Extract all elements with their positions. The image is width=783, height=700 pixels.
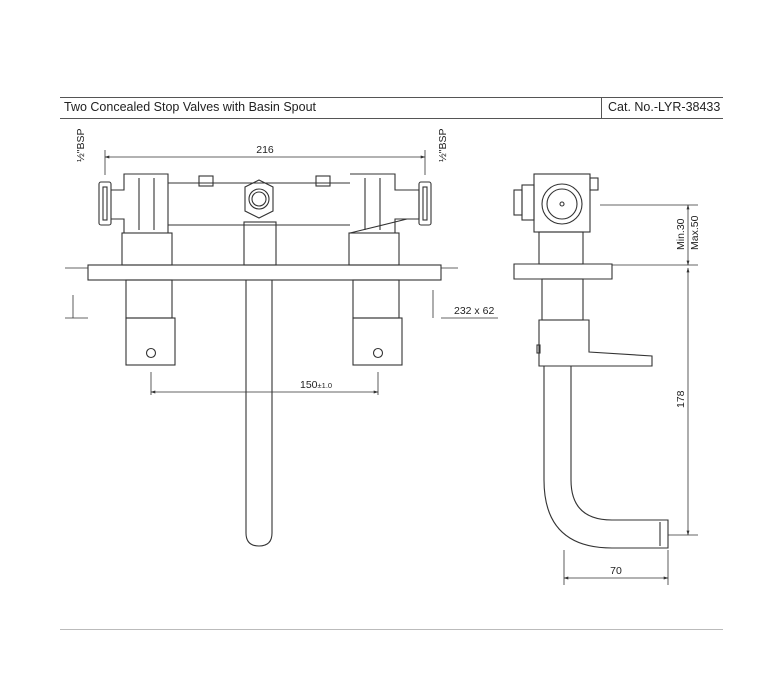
right-handle <box>352 317 403 366</box>
dim-178-label: 178 <box>675 390 687 408</box>
right-handle-hole <box>372 347 384 359</box>
footer-rule <box>60 629 723 630</box>
left-clip <box>198 175 214 187</box>
max-depth-label: Max.50 <box>689 215 701 250</box>
catalog-number: Cat. No.-LYR-38433 <box>608 100 721 114</box>
dim-70-label: 70 <box>610 565 622 577</box>
dim-216-label: 216 <box>256 144 274 156</box>
side-valve-center <box>559 201 565 207</box>
dim-150-value: 150 <box>300 379 318 391</box>
left-stem-lower <box>125 279 173 319</box>
side-handle-pin <box>536 344 541 354</box>
side-handle <box>538 319 653 367</box>
title-block-divider <box>601 98 602 118</box>
wall-plate <box>87 264 442 281</box>
center-hex-bore <box>248 188 270 210</box>
center-hex-nut <box>244 179 274 219</box>
left-handle <box>125 317 176 366</box>
side-stem-lower <box>541 278 584 321</box>
product-title: Two Concealed Stop Valves with Basin Spo… <box>64 100 316 114</box>
title-block: Two Concealed Stop Valves with Basin Spo… <box>60 97 723 119</box>
dim-150-label: 150±1.0 <box>300 379 332 391</box>
side-stem <box>538 231 584 265</box>
side-dimensions <box>563 204 698 585</box>
left-valve-body <box>111 173 169 234</box>
right-valve-neck <box>407 189 420 220</box>
right-end-nut <box>418 181 432 226</box>
left-end-nut <box>98 181 112 226</box>
right-stem-upper <box>348 232 400 266</box>
side-clip <box>589 177 599 191</box>
side-valve-bore-inner <box>546 188 578 220</box>
side-view <box>513 173 669 549</box>
right-stem-lower <box>352 279 400 319</box>
front-view <box>87 173 442 547</box>
side-plate-left <box>513 263 542 280</box>
spout-collar <box>243 221 277 266</box>
right-end-nut-inner <box>422 186 428 221</box>
right-valve-body <box>349 173 408 234</box>
plate-size-label: 232 x 62 <box>454 305 494 317</box>
bsp-left-label: ½"BSP <box>75 129 87 163</box>
left-end-nut-inner <box>102 186 108 221</box>
front-dimensions <box>65 150 498 395</box>
side-end-nut <box>513 189 523 216</box>
left-stem-upper <box>121 232 173 266</box>
side-spout <box>543 366 669 549</box>
center-hex-bore-inner <box>251 191 267 207</box>
left-handle-hole <box>145 347 157 359</box>
right-clip <box>315 175 331 187</box>
bsp-right-label: ½"BSP <box>437 129 449 163</box>
dim-150-tolerance: ±1.0 <box>318 381 333 390</box>
side-valve-bore <box>541 183 583 225</box>
spout-pipe <box>245 280 273 547</box>
side-plate-right <box>583 263 613 280</box>
side-end-nut-2 <box>521 184 535 221</box>
min-depth-label: Min.30 <box>675 218 687 250</box>
